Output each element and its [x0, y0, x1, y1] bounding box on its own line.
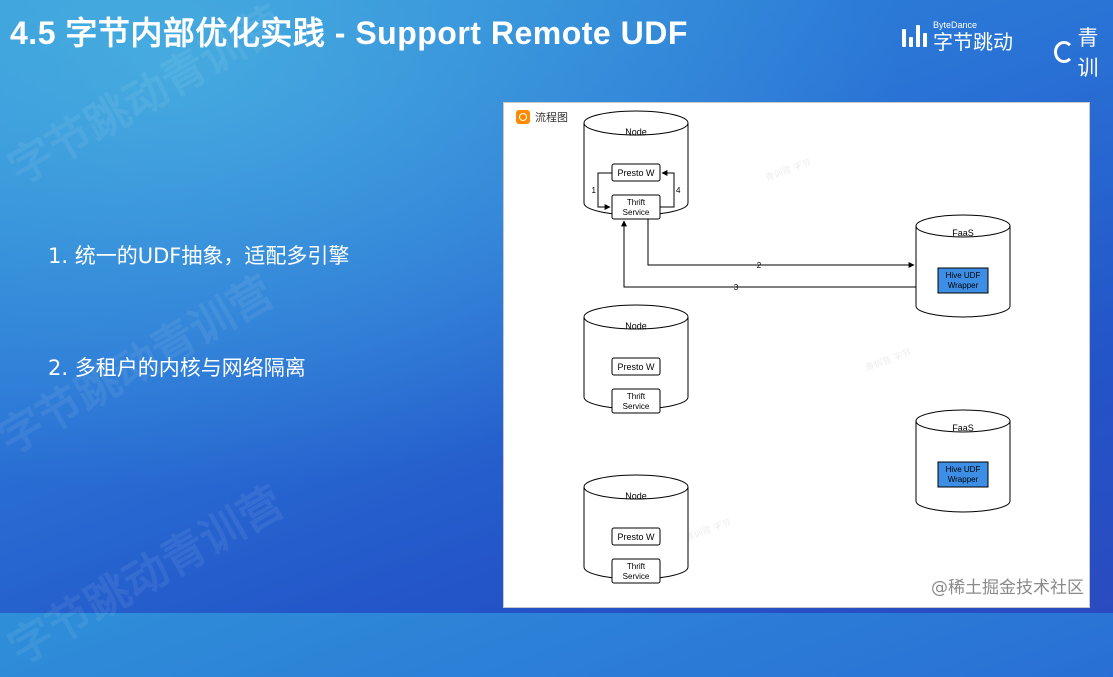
faas-cylinder-1: FaaS Hive UDF Wrapper: [915, 214, 1011, 318]
node-1-label: Node: [625, 127, 647, 137]
bullet-point-2: 2. 多租户的内核与网络隔离: [48, 356, 306, 380]
node-1-thrift-service-label-line2: Service: [623, 208, 650, 217]
edge-2: 2: [647, 219, 915, 270]
edge-3-label: 3: [734, 283, 739, 292]
footer-watermark: @稀土掘金技术社区: [931, 578, 1084, 598]
edge-1-label: 1: [592, 186, 597, 195]
qingxun-logo: 青训: [1054, 22, 1113, 82]
bytedance-logo-small-text: ByteDance: [933, 19, 978, 30]
edge-2-label: 2: [757, 261, 762, 270]
flowchart-diagram: Node Presto W Thrift Service 1 4 FaaS Hi…: [583, 110, 1011, 584]
edge-4-label: 4: [676, 186, 681, 195]
node-3-label: Node: [625, 491, 647, 501]
node-2-thrift-service-label-line1: Thrift: [627, 392, 646, 401]
node-3-thrift-service: [611, 558, 661, 584]
node-1-thrift-service-label-line1: Thrift: [627, 198, 646, 207]
faas-2-wrapper-label-line1: Hive UDF: [946, 465, 981, 474]
flowchart-panel: 流程图 青训营 字节 青训营 字节 青训营 字节 Node Presto W T…: [503, 102, 1090, 608]
node-3-presto-worker: [611, 527, 661, 546]
node-1-presto-worker-label: Presto W: [617, 168, 655, 178]
qingxun-logo-icon: [1054, 41, 1074, 63]
flowchart-header-label: 流程图: [535, 111, 568, 124]
edge-4: 4: [660, 170, 681, 208]
flowchart-icon: [516, 110, 530, 124]
faas-1-wrapper-label-line1: Hive UDF: [946, 271, 981, 280]
bytedance-logo-icon: [902, 25, 927, 47]
faas-1-wrapper-label-line2: Wrapper: [948, 281, 979, 290]
qingxun-logo-text: 青训: [1077, 26, 1099, 80]
bytedance-logo: ByteDance 字节跳动: [902, 18, 1013, 54]
edge-3: 3: [621, 220, 916, 292]
node-2-thrift-service-label-line2: Service: [623, 402, 650, 411]
edge-1: 1: [592, 172, 612, 210]
bullet-point-1: 1. 统一的UDF抽象，适配多引擎: [48, 244, 350, 268]
node-2-label: Node: [625, 321, 647, 331]
node-3-thrift-service-label-line2: Service: [623, 572, 650, 581]
faas-2-wrapper-label-line2: Wrapper: [948, 475, 979, 484]
node-3-presto-worker-label: Presto W: [617, 532, 655, 542]
faas-1-hive-udf-wrapper: [937, 267, 989, 294]
flowchart-header: 流程图: [516, 109, 568, 125]
node-2-presto-worker: [611, 357, 661, 376]
node-3-thrift-service-label-line1: Thrift: [627, 562, 646, 571]
faas-cylinder-2: FaaS Hive UDF Wrapper: [915, 409, 1011, 513]
node-cylinder-3: Node Presto W Thrift Service: [583, 474, 689, 584]
bytedance-logo-text: 字节跳动: [933, 29, 1013, 54]
node-2-thrift-service: [611, 388, 661, 414]
faas-1-label: FaaS: [952, 228, 974, 238]
slide-title: 4.5 字节内部优化实践 - Support Remote UDF: [10, 15, 688, 51]
node-cylinder-2: Node Presto W Thrift Service: [583, 304, 689, 414]
node-2-presto-worker-label: Presto W: [617, 362, 655, 372]
faas-2-label: FaaS: [952, 423, 974, 433]
node-cylinder-1: Node Presto W Thrift Service: [583, 110, 689, 220]
faas-2-hive-udf-wrapper: [937, 461, 989, 488]
